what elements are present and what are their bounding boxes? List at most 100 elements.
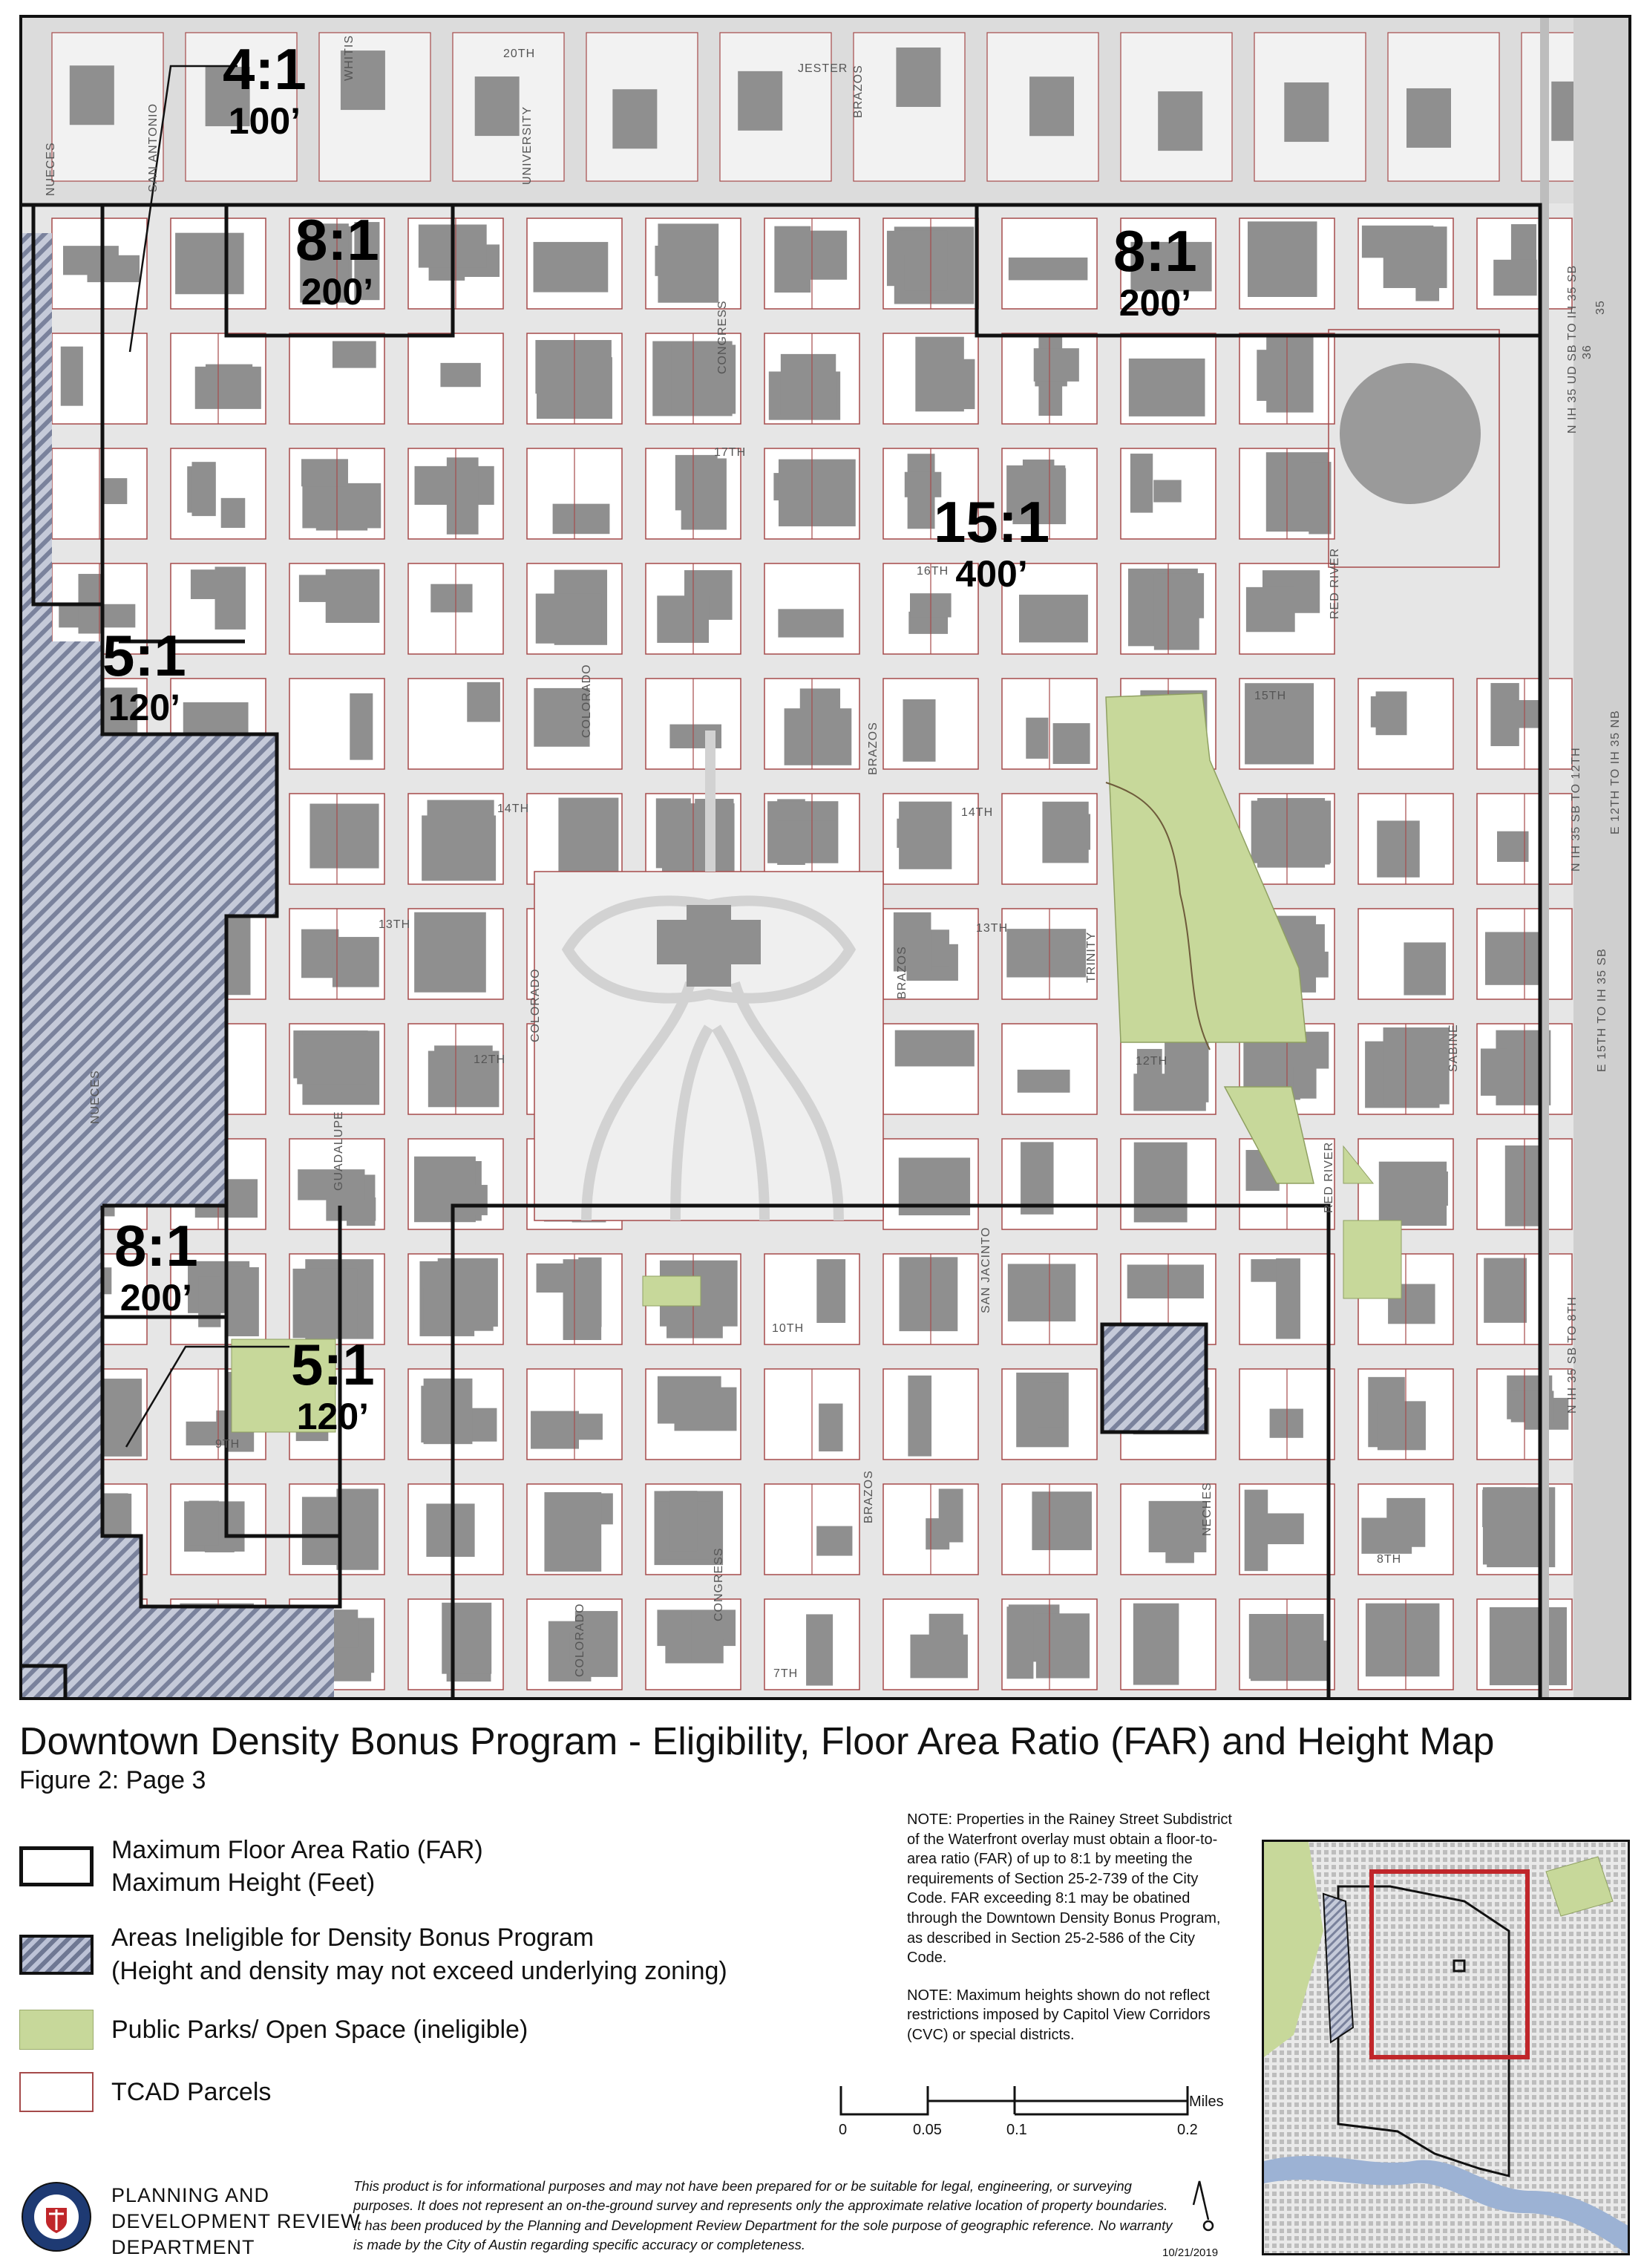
disclaimer-text: This product is for informational purpos…	[353, 2178, 1173, 2252]
street-label: COLORADO	[574, 1603, 586, 1677]
ineligible-swatch	[19, 1934, 94, 1975]
zone-far: 5:1	[102, 623, 186, 688]
street-label: NECHES	[1201, 1482, 1214, 1536]
city-seal-icon	[22, 2182, 91, 2252]
zone-height: 200’	[301, 271, 374, 313]
street-label: BRAZOS	[896, 946, 908, 999]
footer: PLANNING AND DEVELOPMENT REVIEW DEPARTME…	[19, 2175, 1266, 2264]
street-label: SABINE	[1447, 1024, 1460, 1072]
street-label: 14TH	[497, 803, 530, 815]
street-label: GUADALUPE	[333, 1111, 345, 1191]
street-label: 13TH	[976, 922, 1009, 935]
legend-tcad-label: TCAD Parcels	[111, 2077, 272, 2106]
scale-tick: 0.05	[913, 2122, 942, 2138]
map-subtitle: Figure 2: Page 3	[19, 1766, 206, 1795]
map-title: Downtown Density Bonus Program - Eligibi…	[19, 1720, 1495, 1763]
street-label: SAN ANTONIO	[147, 102, 160, 192]
public-parks	[231, 693, 1402, 1433]
legend-ineligible-note: (Height and density may not exceed under…	[111, 1956, 727, 1985]
department-name: PLANNING AND DEVELOPMENT REVIEW DEPARTME…	[111, 2184, 361, 2259]
street-label: JESTER	[798, 62, 848, 75]
title-block: Downtown Density Bonus Program - Eligibi…	[19, 1720, 1637, 1795]
park-swatch	[19, 2009, 94, 2050]
zone-far: 5:1	[291, 1332, 375, 1397]
zone-label-8-1-south-west: 8:1 200’	[114, 1217, 198, 1316]
street-label: 14TH	[961, 806, 994, 819]
street-label: WHITIS	[343, 35, 356, 81]
street-label: 10TH	[772, 1322, 805, 1335]
scale-unit: Miles	[1189, 2094, 1224, 2110]
locator-inset-map	[1262, 1840, 1630, 2255]
legend-item-ineligible: Areas Ineligible for Density Bonus Progr…	[19, 1921, 873, 1987]
street-label: NUECES	[89, 1070, 102, 1124]
street-label: COLORADO	[529, 968, 542, 1042]
zone-height: 120’	[108, 687, 181, 728]
street-label: CONGRESS	[713, 1547, 725, 1621]
rainey-street-note: NOTE: Properties in the Rainey Street Su…	[907, 1811, 1232, 1967]
zone-label-4-1: 4:1 100’	[223, 40, 307, 140]
far-boundaries	[22, 203, 1542, 1697]
zone-far: 8:1	[114, 1213, 198, 1278]
zone-height: 400’	[955, 553, 1028, 595]
height-note: NOTE: Maximum heights shown do not refle…	[907, 1987, 1211, 2043]
map-date: 10/21/2019	[1162, 2246, 1219, 2259]
street-label: 15TH	[1254, 690, 1287, 702]
street-label: RED RIVER	[1323, 1141, 1335, 1213]
map-legend: Maximum Floor Area Ratio (FAR) Maximum H…	[19, 1834, 873, 2134]
street-label: N IH 35 SB TO 8TH	[1566, 1296, 1579, 1414]
zone-height: 120’	[296, 1396, 370, 1437]
street-label: 36	[1581, 344, 1594, 359]
street-label: TRINITY	[1085, 931, 1098, 983]
street-label: 17TH	[714, 446, 747, 459]
street-label: N IH 35 UD SB TO IH 35 SB	[1566, 264, 1579, 434]
legend-item-tcad: TCAD Parcels	[19, 2071, 873, 2112]
north-arrow-icon	[1192, 2180, 1214, 2232]
zone-height: 200’	[1119, 282, 1192, 324]
far-boundary-swatch	[19, 1846, 94, 1887]
zone-far: 15:1	[934, 489, 1050, 555]
zone-far: 8:1	[1113, 218, 1197, 284]
zone-height: 100’	[228, 100, 301, 142]
scale-tick: 0	[839, 2122, 848, 2138]
street-label: 9TH	[215, 1438, 240, 1451]
zone-far: 4:1	[223, 36, 307, 102]
street-label: 7TH	[773, 1667, 799, 1680]
map-canvas	[22, 18, 1628, 1697]
street-label: E 12TH TO IH 35 NB	[1609, 710, 1622, 834]
inset-graphic	[1264, 1842, 1628, 2253]
tcad-parcel-swatch	[19, 2071, 94, 2112]
legend-item-parks: Public Parks/ Open Space (ineligible)	[19, 2009, 873, 2050]
zone-far: 8:1	[295, 207, 379, 272]
street-label: BRAZOS	[867, 722, 880, 775]
zone-label-15-1: 15:1 400’	[934, 493, 1049, 592]
street-label: 20TH	[503, 48, 536, 60]
legend-ineligible-label: Areas Ineligible for Density Bonus Progr…	[111, 1924, 595, 1952]
legend-parks-label: Public Parks/ Open Space (ineligible)	[111, 2015, 528, 2044]
street-label: BRAZOS	[862, 1470, 875, 1523]
scale-tick: 0.2	[1177, 2122, 1198, 2138]
map-notes: NOTE: Properties in the Rainey Street Su…	[907, 1810, 1234, 2063]
scale-bar: Miles 0 0.05 0.1 0.2	[839, 2079, 1254, 2153]
street-label: 35	[1594, 300, 1607, 315]
street-label: RED RIVER	[1329, 547, 1341, 619]
street-label: NUECES	[45, 142, 57, 196]
zone-label-5-1-west: 5:1 120’	[102, 627, 186, 726]
street-label: SAN JACINTO	[980, 1226, 992, 1314]
zone-height: 200’	[119, 1277, 193, 1318]
street-label: BRAZOS	[852, 65, 865, 118]
scale-bar-graphic	[839, 2086, 1189, 2116]
street-label: CONGRESS	[716, 300, 729, 374]
scale-tick: 0.1	[1006, 2122, 1027, 2138]
street-label: 12TH	[1136, 1055, 1168, 1068]
street-label: E 15TH TO IH 35 SB	[1596, 948, 1608, 1072]
legend-far-label: Maximum Floor Area Ratio (FAR)	[111, 1836, 483, 1864]
street-label: COLORADO	[580, 664, 593, 738]
street-label: UNIVERSITY	[521, 105, 534, 185]
street-label: 8TH	[1377, 1553, 1402, 1566]
ineligible-areas	[22, 233, 1208, 1697]
zone-label-5-1-south: 5:1 120’	[291, 1336, 375, 1435]
map-view[interactable]: 4:1 100’ 8:1 200’ 8:1 200’ 15:1 400’ 5:1…	[19, 15, 1631, 1700]
capitol-grounds	[534, 731, 884, 1221]
street-label: 13TH	[379, 918, 411, 931]
street-label: 16TH	[917, 565, 949, 578]
